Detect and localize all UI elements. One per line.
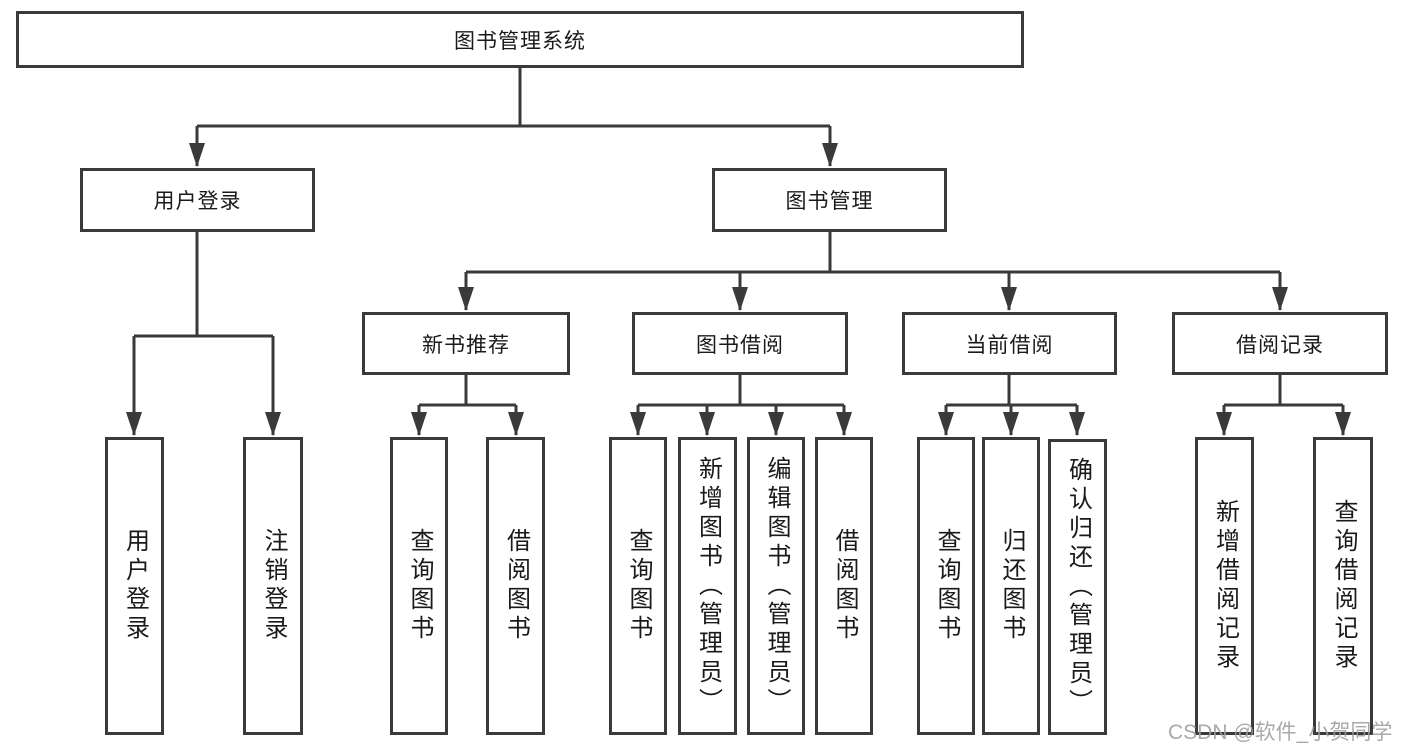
leaf-newbook-borrow-books: 借阅图书 — [486, 437, 545, 735]
node-current-borrowing: 当前借阅 — [902, 312, 1117, 375]
leaf-borrowing-query-books: 查询图书 — [609, 437, 667, 735]
node-new-book-recommend: 新书推荐 — [362, 312, 570, 375]
leaf-records-add-record: 新增借阅记录 — [1195, 437, 1254, 735]
csdn-watermark: CSDN @软件_小贺同学 — [1168, 721, 1393, 744]
leaf-records-query-record: 查询借阅记录 — [1313, 437, 1373, 735]
leaf-current-return-books: 归还图书 — [982, 437, 1040, 735]
leaf-newbook-query-books: 查询图书 — [390, 437, 448, 735]
leaf-borrowing-edit-books-admin: 编辑图书（管理员） — [747, 437, 805, 735]
node-user-login: 用户登录 — [80, 168, 315, 232]
leaf-current-confirm-return-admin: 确认归还（管理员） — [1048, 439, 1107, 735]
leaf-current-query-books: 查询图书 — [917, 437, 975, 735]
node-book-borrowing: 图书借阅 — [632, 312, 848, 375]
node-book-management: 图书管理 — [712, 168, 947, 232]
leaf-borrowing-add-books-admin: 新增图书（管理员） — [678, 437, 737, 735]
leaf-logout: 注销登录 — [243, 437, 303, 735]
node-root: 图书管理系统 — [16, 11, 1024, 68]
leaf-borrowing-borrow-books: 借阅图书 — [815, 437, 873, 735]
node-borrow-records: 借阅记录 — [1172, 312, 1388, 375]
leaf-user-login: 用户登录 — [105, 437, 164, 735]
